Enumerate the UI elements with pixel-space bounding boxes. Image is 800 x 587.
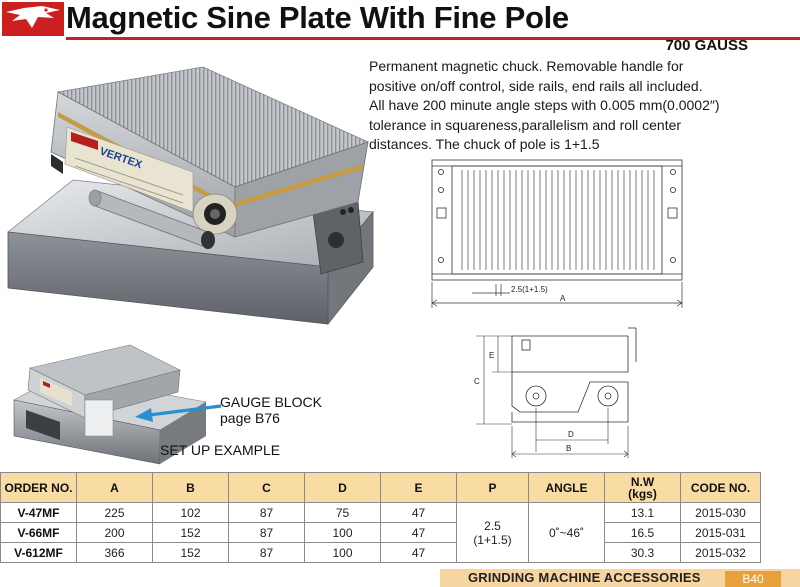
cell-order-no: V-612MF [0, 542, 77, 563]
col-nw: N.W (kgs) [604, 472, 681, 503]
gauge-block-label: GAUGE BLOCK [220, 394, 322, 410]
cell-d: 75 [304, 502, 381, 523]
sine-plate-photo: VERTEX [6, 66, 374, 326]
top-view-drawing: 2.5(1+1.5) A [431, 159, 683, 308]
product-description: Permanent magnetic chuck. Removable hand… [369, 58, 720, 153]
cell-angle: 0˚~46˚ [528, 502, 605, 563]
cell-a: 366 [76, 542, 153, 563]
cell-c: 87 [228, 502, 305, 523]
dim-b-label: B [566, 444, 571, 453]
cell-e: 47 [380, 522, 457, 543]
col-e: E [380, 472, 457, 503]
cell-code-no: 2015-031 [680, 522, 761, 543]
footer-band [440, 569, 800, 587]
col-b: B [152, 472, 229, 503]
pole-pitch-label: 2.5(1+1.5) [511, 285, 548, 294]
cell-order-no: V-47MF [0, 502, 77, 523]
setup-example-label: SET UP EXAMPLE [160, 442, 281, 458]
col-angle: ANGLE [528, 472, 605, 503]
cell-a: 200 [76, 522, 153, 543]
callout-arrow-icon [135, 404, 222, 422]
col-d: D [304, 472, 381, 503]
cell-d: 100 [304, 522, 381, 543]
cell-b: 152 [152, 522, 229, 543]
page-title: Magnetic Sine Plate With Fine Pole [66, 0, 569, 35]
gauge-block-page-ref: page B76 [220, 410, 280, 426]
table-header-row: ORDER NO. A B C D E P ANGLE N.W (kgs) CO… [0, 472, 761, 503]
col-order-no: ORDER NO. [0, 472, 77, 503]
col-p: P [456, 472, 529, 503]
cell-order-no: V-66MF [0, 522, 77, 543]
dim-a-label: A [560, 294, 566, 303]
footer-section-title: GRINDING MACHINE ACCESSORIES [468, 570, 701, 585]
dim-c-label: C [474, 377, 480, 386]
cell-c: 87 [228, 522, 305, 543]
cell-c: 87 [228, 542, 305, 563]
title-underline [66, 37, 800, 40]
col-a: A [76, 472, 153, 503]
dim-e-label: E [489, 351, 494, 360]
cell-e: 47 [380, 542, 457, 563]
col-code-no: CODE NO. [680, 472, 761, 503]
cell-p: 2.5 (1+1.5) [456, 502, 529, 563]
setup-example-photo [13, 344, 207, 465]
page-number-badge: B40 [725, 571, 781, 587]
col-c: C [228, 472, 305, 503]
vertex-eagle-logo-icon [2, 2, 64, 36]
cell-nw: 30.3 [604, 542, 681, 563]
gauss-rating: 700 GAUSS [665, 37, 748, 54]
cell-code-no: 2015-032 [680, 542, 761, 563]
spec-table: ORDER NO. A B C D E P ANGLE N.W (kgs) CO… [0, 472, 761, 563]
cell-b: 102 [152, 502, 229, 523]
cell-a: 225 [76, 502, 153, 523]
cell-b: 152 [152, 542, 229, 563]
table-row: V-612MF 366 152 87 100 47 30.3 2015-032 [0, 542, 761, 563]
dim-d-label: D [568, 430, 574, 439]
cell-e: 47 [380, 502, 457, 523]
table-row: V-66MF 200 152 87 100 47 16.5 2015-031 [0, 522, 761, 543]
table-row: V-47MF 225 102 87 75 47 2.5 (1+1.5) 0˚~4… [0, 502, 761, 563]
cell-d: 100 [304, 542, 381, 563]
cell-nw: 16.5 [604, 522, 681, 543]
cell-nw: 13.1 [604, 502, 681, 523]
side-view-drawing: C E D B [474, 327, 637, 458]
cell-code-no: 2015-030 [680, 502, 761, 523]
